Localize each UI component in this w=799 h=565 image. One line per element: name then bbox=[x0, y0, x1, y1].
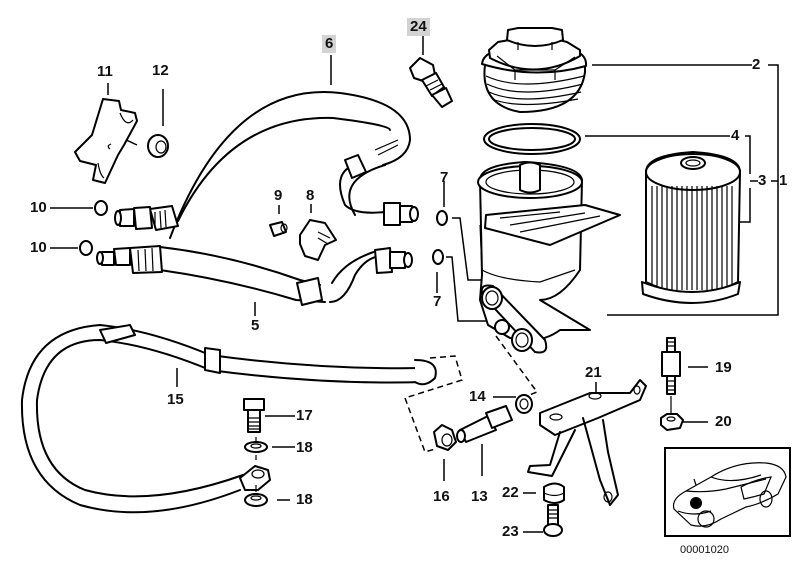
callout-8[interactable]: 8 bbox=[306, 187, 315, 204]
callout-15[interactable]: 15 bbox=[167, 391, 184, 408]
callout-7-lower[interactable]: 7 bbox=[433, 293, 442, 310]
part-17-banjo-bolt bbox=[243, 398, 265, 433]
callout-18-upper[interactable]: 18 bbox=[296, 439, 313, 456]
callout-14[interactable]: 14 bbox=[469, 388, 486, 405]
reference-number: 00001020 bbox=[680, 544, 729, 556]
part-11-hose-bracket bbox=[74, 98, 138, 184]
callout-3[interactable]: 3 bbox=[758, 172, 767, 189]
callout-16[interactable]: 16 bbox=[433, 488, 450, 505]
part-15-vent-hose bbox=[20, 324, 437, 514]
callout-6[interactable]: 6 bbox=[322, 35, 337, 53]
part-3-filter-element bbox=[641, 151, 741, 304]
callout-13[interactable]: 13 bbox=[471, 488, 488, 505]
callout-10-lower[interactable]: 10 bbox=[30, 239, 47, 256]
part-10-o-rings bbox=[79, 200, 108, 256]
callout-19[interactable]: 19 bbox=[715, 359, 732, 376]
part-13-hose-nozzle bbox=[456, 405, 513, 443]
callout-23[interactable]: 23 bbox=[502, 523, 519, 540]
part-2-filter-cap bbox=[481, 27, 588, 113]
oil-filter-housing bbox=[477, 161, 621, 354]
part-4-o-ring bbox=[483, 123, 581, 155]
part-24-oil-pressure-switch bbox=[409, 57, 453, 108]
part-9-nut bbox=[269, 221, 288, 237]
part-8-holder-plate bbox=[299, 219, 337, 261]
callout-24[interactable]: 24 bbox=[407, 18, 430, 36]
part-6-oil-cooler-feed-line bbox=[114, 91, 419, 239]
callout-20[interactable]: 20 bbox=[715, 413, 732, 430]
part-12-hex-nut bbox=[147, 134, 169, 158]
location-marker-icon bbox=[690, 497, 702, 509]
callout-12[interactable]: 12 bbox=[152, 62, 169, 79]
callout-18-lower[interactable]: 18 bbox=[296, 491, 313, 508]
callout-1[interactable]: 1 bbox=[779, 172, 788, 189]
callout-5[interactable]: 5 bbox=[251, 317, 260, 334]
part-21-bracket bbox=[527, 379, 647, 506]
part-5-oil-cooler-return-line bbox=[96, 245, 413, 306]
part-18-gaskets bbox=[244, 437, 268, 507]
part-16-hose-clamp bbox=[433, 424, 457, 451]
callout-11[interactable]: 11 bbox=[97, 63, 113, 80]
vehicle-location-inset bbox=[664, 447, 791, 537]
part-14-seal bbox=[515, 394, 533, 414]
callout-22[interactable]: 22 bbox=[502, 484, 519, 501]
callout-4[interactable]: 4 bbox=[731, 127, 740, 144]
part-22-rubber-mount bbox=[543, 482, 565, 504]
part-20-collar-nut bbox=[660, 413, 684, 431]
car-outline-icon bbox=[672, 462, 787, 528]
callout-21[interactable]: 21 bbox=[585, 364, 602, 381]
part-7-seal-rings bbox=[432, 210, 448, 265]
part-23-screw bbox=[543, 504, 563, 537]
part-19-stud-mount bbox=[661, 337, 681, 413]
callout-10-upper[interactable]: 10 bbox=[30, 199, 47, 216]
callout-17[interactable]: 17 bbox=[296, 407, 313, 424]
callout-7-upper[interactable]: 7 bbox=[440, 169, 449, 186]
callout-9[interactable]: 9 bbox=[274, 187, 283, 204]
callout-2[interactable]: 2 bbox=[752, 56, 761, 73]
